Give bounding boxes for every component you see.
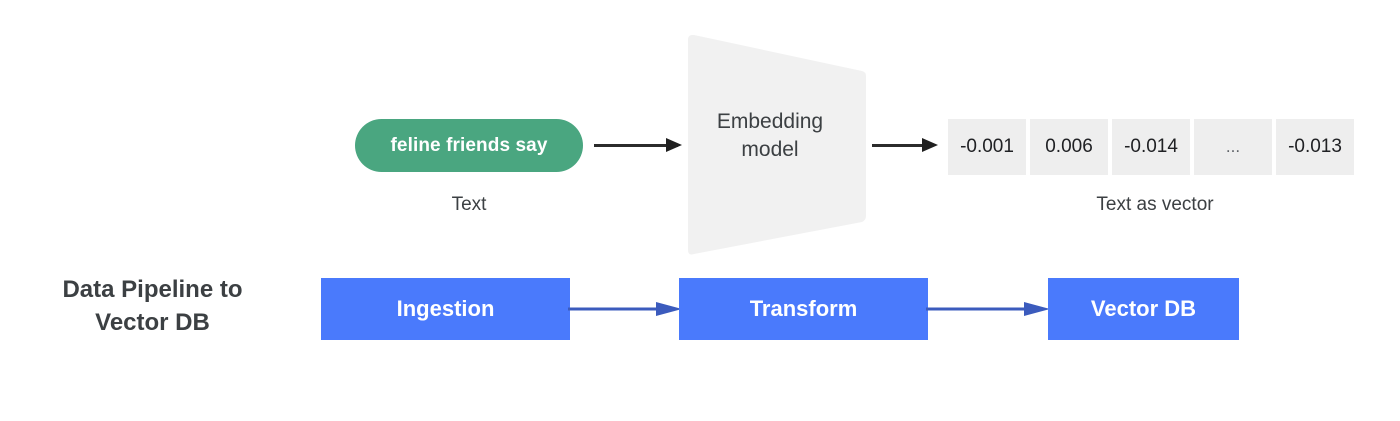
pipeline-arrow-transform-to-vectordb — [926, 302, 1050, 316]
pipeline-title: Data Pipeline to Vector DB — [62, 276, 243, 336]
vector-cell: -0.001 — [948, 119, 1026, 175]
arrow-model-to-vector-head-icon — [922, 138, 938, 152]
embedding-model-shape — [688, 35, 866, 255]
input-text-pill: feline friends say — [355, 119, 583, 172]
pipeline-stage-ingestion: Ingestion — [321, 278, 570, 340]
vector-cell-ellipsis: ... — [1194, 119, 1272, 175]
input-caption-label: Text — [451, 194, 487, 215]
vector-caption-label: Text as vector — [1096, 194, 1214, 215]
pipeline-arrow-ingestion-to-transform — [568, 302, 682, 316]
pipeline-stage-vectordb: Vector DB — [1048, 278, 1239, 340]
arrow-model-to-vector-line — [872, 144, 930, 147]
vector-cells-row: -0.001 0.006 -0.014 ... -0.013 — [948, 119, 1354, 175]
arrow-text-to-model-head-icon — [666, 138, 682, 152]
vector-cell: 0.006 — [1030, 119, 1108, 175]
vector-cell: -0.013 — [1276, 119, 1354, 175]
vector-cell: -0.014 — [1112, 119, 1190, 175]
arrow-text-to-model-line — [594, 144, 678, 147]
embedding-model-label: Embedding model — [716, 110, 824, 161]
pipeline-stage-transform: Transform — [679, 278, 928, 340]
